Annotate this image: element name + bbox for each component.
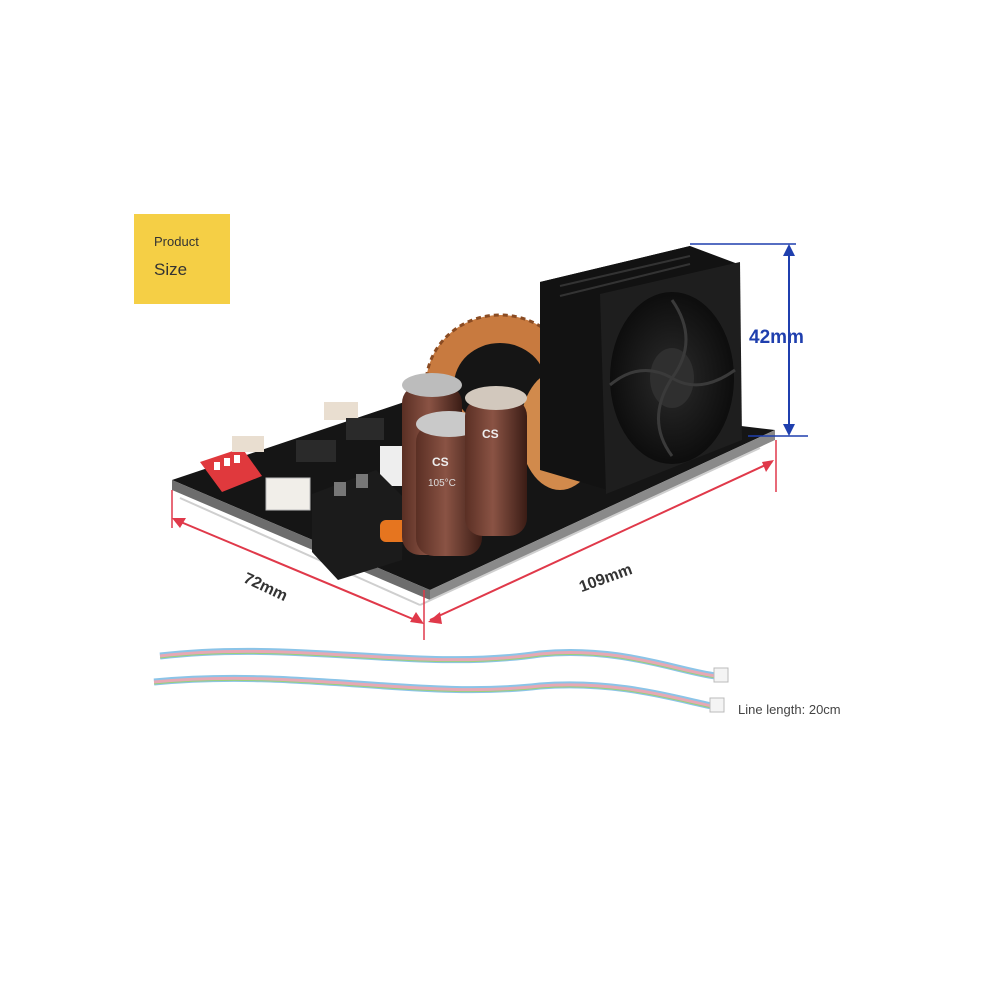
cable-length-label: Line length: 20cm	[738, 702, 841, 717]
capacitor-right: CS	[465, 386, 527, 536]
ribbon-cable-top	[159, 647, 729, 683]
badge-line-1: Product	[154, 234, 199, 249]
product-size-badge: Product Size	[134, 214, 230, 304]
screw-terminal	[312, 470, 404, 580]
width-dimension-line	[171, 490, 425, 640]
height-dimension-label: 42mm	[749, 327, 804, 348]
capacitor-right-brand-text: CS	[482, 427, 499, 441]
connectors	[232, 402, 402, 511]
dip-switch	[200, 448, 262, 492]
height-dimension-line	[690, 243, 808, 437]
ribbon-cable-bottom	[153, 674, 725, 713]
badge-line-2: Size	[154, 260, 188, 279]
cooling-fan	[600, 262, 742, 494]
length-dimension-line	[428, 440, 777, 624]
capacitor-brand-text: CS	[432, 455, 449, 469]
capacitor-rating-text: 105°C	[428, 478, 456, 489]
